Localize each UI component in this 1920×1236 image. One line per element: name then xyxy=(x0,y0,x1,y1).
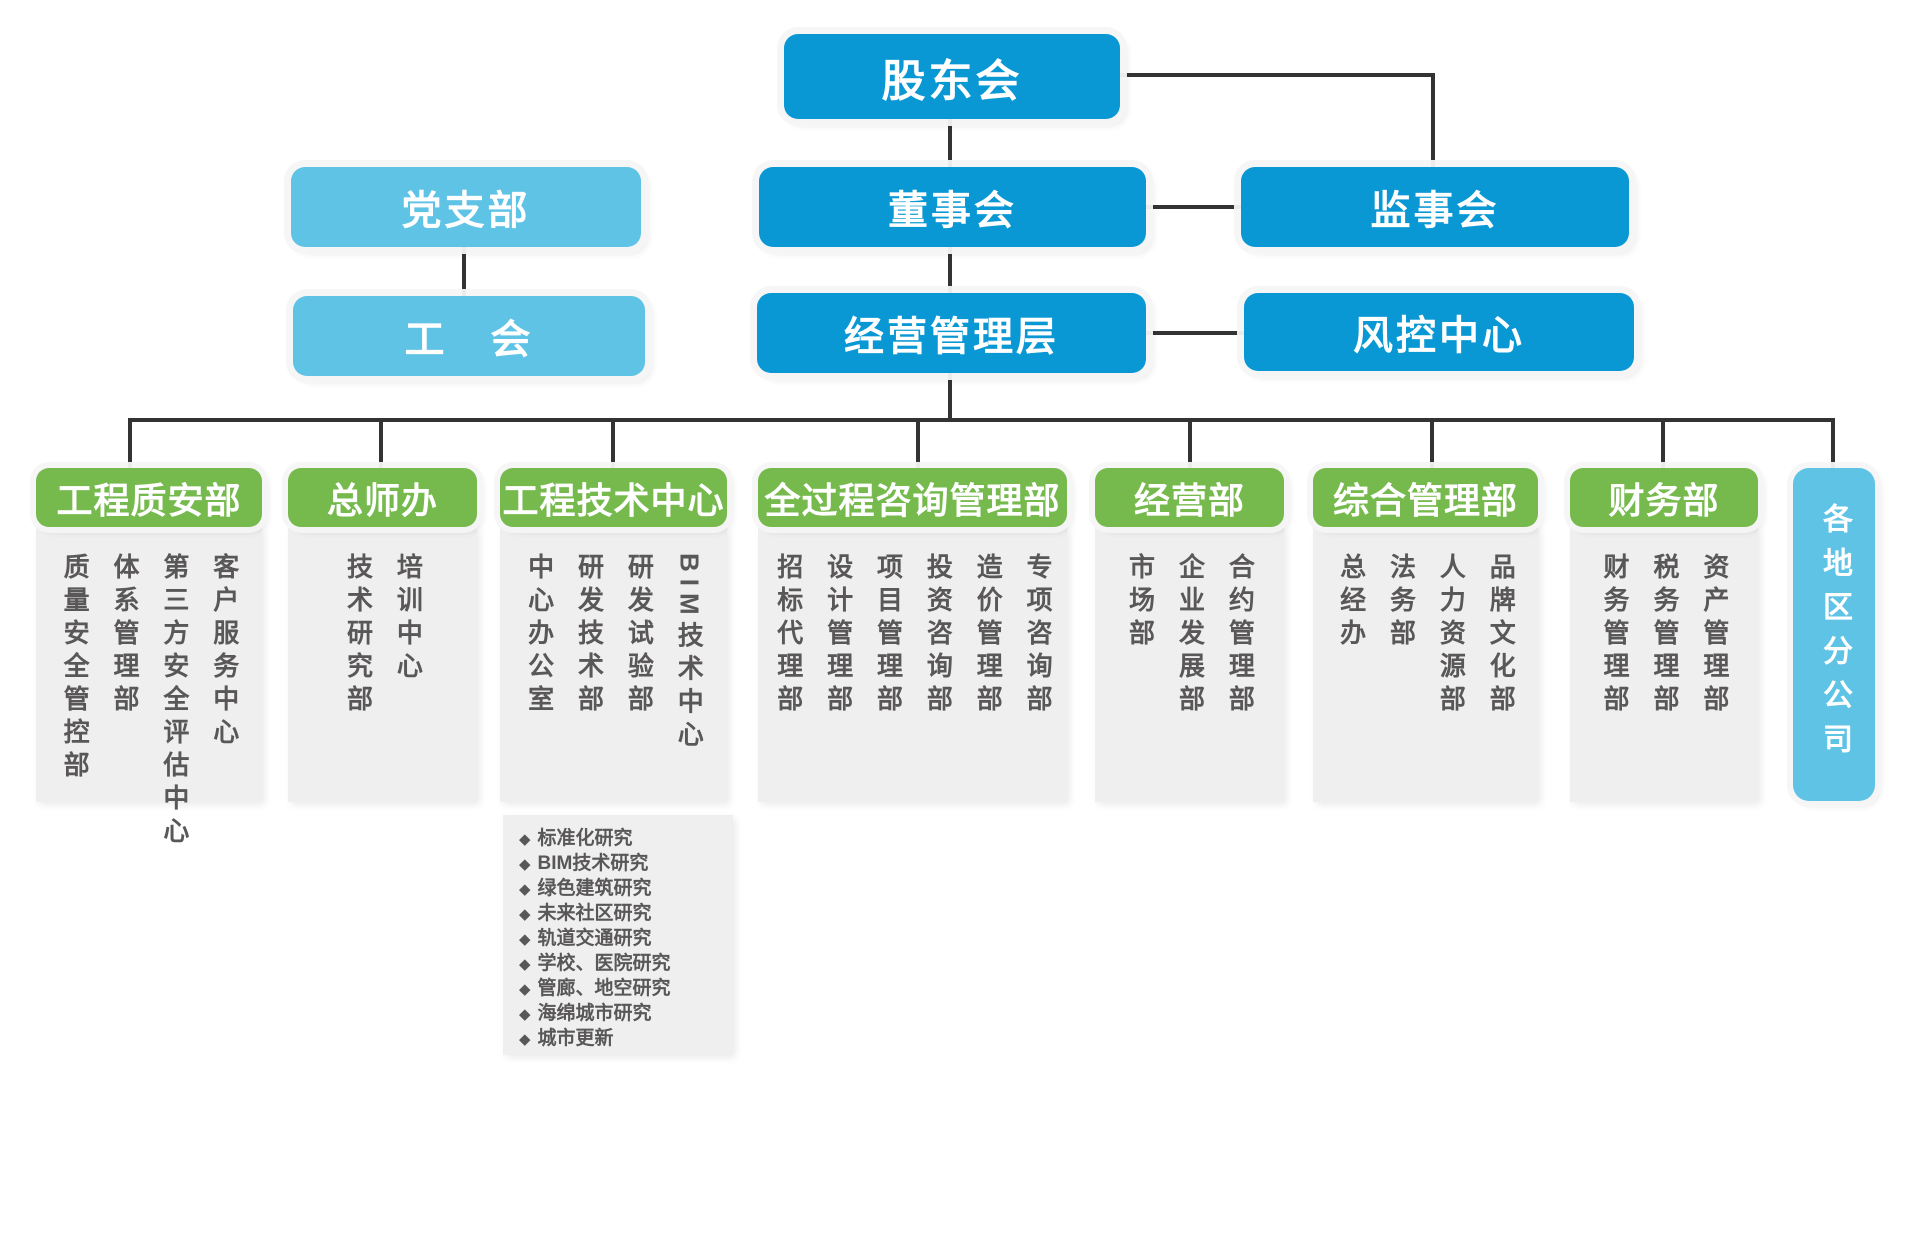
dept-box-chief-engineer-office: 培训中心 技术研究部 xyxy=(288,527,477,802)
dept-header-whole-process-consulting: 全过程咨询管理部 xyxy=(758,468,1067,527)
sub-dept: 专项咨询部 xyxy=(1023,553,1054,718)
research-topic: ◆标准化研究 xyxy=(519,828,633,849)
sub-dept: 招标代理部 xyxy=(773,553,804,718)
node-regional-branches: 各地区分公司 xyxy=(1793,468,1875,801)
diamond-bullet-icon: ◆ xyxy=(519,1006,531,1023)
diamond-bullet-icon: ◆ xyxy=(519,931,531,948)
diamond-bullet-icon: ◆ xyxy=(519,856,531,873)
sub-dept: 企业发展部 xyxy=(1175,553,1206,718)
dept-box-engineering-tech-center: BIM技术中心 研发试验部 研发技术部 中心办公室 xyxy=(500,527,727,802)
sub-dept: 总经办 xyxy=(1336,553,1367,652)
sub-dept: BIM技术中心 xyxy=(674,553,705,754)
connector-management-trunk xyxy=(948,372,952,422)
sub-dept: 研发技术部 xyxy=(574,553,605,718)
connector-shareholders-supervisors-v xyxy=(1431,73,1435,167)
sub-dept: 第三方安全评估中心 xyxy=(159,553,190,850)
diamond-bullet-icon: ◆ xyxy=(519,881,531,898)
sub-dept: 研发试验部 xyxy=(624,553,655,718)
node-risk-center: 风控中心 xyxy=(1244,293,1634,371)
drop-line-1 xyxy=(128,418,132,468)
sub-dept: 法务部 xyxy=(1386,553,1417,652)
sub-dept: 资产管理部 xyxy=(1699,553,1730,718)
dept-header-chief-engineer-office: 总师办 xyxy=(288,468,477,527)
sub-dept: 造价管理部 xyxy=(973,553,1004,718)
drop-line-3 xyxy=(611,418,615,468)
trunk-line xyxy=(128,418,1835,422)
sub-dept: 项目管理部 xyxy=(873,553,904,718)
sub-dept: 人力资源部 xyxy=(1436,553,1467,718)
drop-line-2 xyxy=(379,418,383,468)
sub-dept: 税务管理部 xyxy=(1649,553,1680,718)
sub-dept: 客户服务中心 xyxy=(209,553,240,751)
regional-branches-label: 各地区分公司 xyxy=(1818,502,1851,767)
connector-management-risk xyxy=(1146,331,1244,335)
node-board: 董事会 xyxy=(759,167,1146,247)
drop-line-5 xyxy=(1188,418,1192,468)
research-topic: ◆管廊、地空研究 xyxy=(519,978,671,999)
dept-header-quality-safety: 工程质安部 xyxy=(36,468,262,527)
node-management: 经营管理层 xyxy=(757,293,1146,373)
dept-header-engineering-tech-center: 工程技术中心 xyxy=(500,468,727,527)
research-topic: ◆绿色建筑研究 xyxy=(519,878,652,899)
connector-board-management xyxy=(948,247,952,293)
research-topic: ◆学校、医院研究 xyxy=(519,953,671,974)
diamond-bullet-icon: ◆ xyxy=(519,981,531,998)
sub-dept: 培训中心 xyxy=(393,553,424,685)
sub-dept: 品牌文化部 xyxy=(1486,553,1517,718)
dept-box-general-management: 品牌文化部 人力资源部 法务部 总经办 xyxy=(1313,527,1538,802)
node-union: 工 会 xyxy=(293,296,645,376)
dept-box-business: 合约管理部 企业发展部 市场部 xyxy=(1095,527,1284,802)
diamond-bullet-icon: ◆ xyxy=(519,906,531,923)
research-topic: ◆海绵城市研究 xyxy=(519,1003,652,1024)
diamond-bullet-icon: ◆ xyxy=(519,956,531,973)
sub-dept: 财务管理部 xyxy=(1600,553,1631,718)
dept-header-general-management: 综合管理部 xyxy=(1313,468,1538,527)
dept-header-business: 经营部 xyxy=(1095,468,1284,527)
drop-line-4 xyxy=(916,418,920,468)
research-topic: ◆城市更新 xyxy=(519,1028,614,1049)
node-supervisors: 监事会 xyxy=(1241,167,1629,247)
research-topic: ◆轨道交通研究 xyxy=(519,928,652,949)
node-party-branch: 党支部 xyxy=(291,167,641,247)
sub-dept: 设计管理部 xyxy=(823,553,854,718)
connector-party-union xyxy=(462,246,466,296)
sub-dept: 市场部 xyxy=(1125,553,1156,652)
sub-dept: 质量安全管控部 xyxy=(60,553,91,784)
diamond-bullet-icon: ◆ xyxy=(519,1031,531,1048)
sub-dept: 中心办公室 xyxy=(524,553,555,718)
drop-line-7 xyxy=(1661,418,1665,468)
sub-dept: 合约管理部 xyxy=(1225,553,1256,718)
dept-box-whole-process-consulting: 专项咨询部 造价管理部 投资咨询部 项目管理部 设计管理部 招标代理部 xyxy=(758,527,1067,802)
dept-box-finance: 资产管理部 税务管理部 财务管理部 xyxy=(1570,527,1758,802)
research-topics-box: ◆标准化研究 ◆BIM技术研究 ◆绿色建筑研究 ◆未来社区研究 ◆轨道交通研究 … xyxy=(503,815,733,1055)
research-topic: ◆BIM技术研究 xyxy=(519,853,649,874)
connector-shareholders-supervisors-h xyxy=(1120,73,1435,77)
diamond-bullet-icon: ◆ xyxy=(519,831,531,848)
connector-shareholders-board xyxy=(948,119,952,167)
drop-line-6 xyxy=(1430,418,1434,468)
drop-line-8 xyxy=(1831,418,1835,468)
connector-board-supervisors xyxy=(1146,205,1241,209)
sub-dept: 投资咨询部 xyxy=(923,553,954,718)
research-topic: ◆未来社区研究 xyxy=(519,903,652,924)
sub-dept: 技术研究部 xyxy=(343,553,374,718)
dept-box-quality-safety: 客户服务中心 第三方安全评估中心 体系管理部 质量安全管控部 xyxy=(36,527,262,850)
sub-dept: 体系管理部 xyxy=(110,553,140,718)
dept-header-finance: 财务部 xyxy=(1570,468,1758,527)
node-shareholders: 股东会 xyxy=(784,34,1120,119)
